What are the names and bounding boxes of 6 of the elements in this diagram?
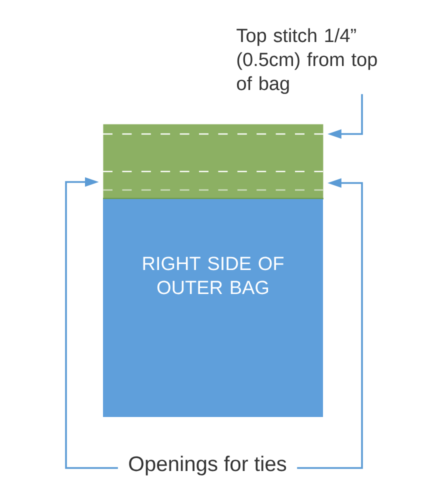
callout-text: Openings for ties [129,456,286,476]
bag-panel: RIGHT SIDE OF OUTER BAG [103,199,323,417]
leader-arrow [65,177,118,469]
stitch-line [103,133,324,135]
callout-text: Top stitch 1/4” (0.5cm) from top of bag [236,28,377,94]
fabric-band [103,124,324,200]
